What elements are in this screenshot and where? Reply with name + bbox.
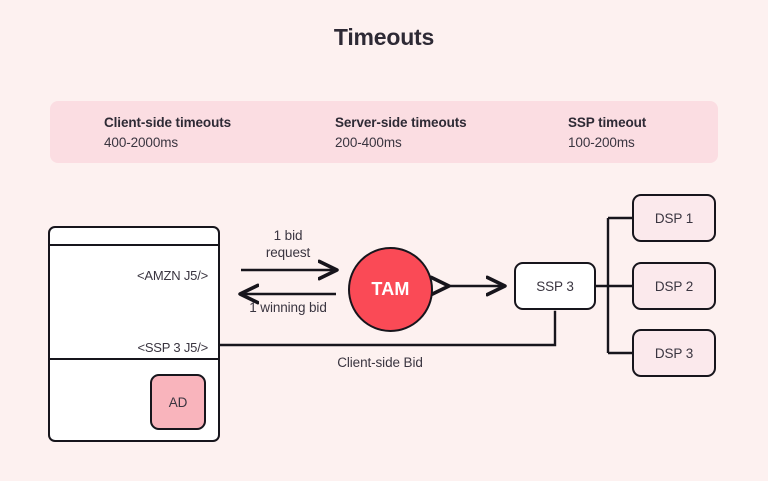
browser-content-area: <AMZN J5/> <SSP 3 J5/> — [50, 246, 218, 358]
timeouts-banner: Client-side timeouts 400-2000ms Server-s… — [50, 101, 718, 163]
banner-column-ssp: SSP timeout 100-200ms — [568, 115, 646, 150]
node-dsp-2: DSP 2 — [632, 262, 716, 310]
banner-heading: Client-side timeouts — [104, 115, 232, 130]
script-tag-amzn: <AMZN J5/> — [137, 268, 208, 283]
node-tam: TAM — [348, 247, 433, 332]
script-tag-ssp: <SSP 3 J5/> — [137, 340, 208, 355]
edge-label-winning-bid: 1 winning bid — [249, 300, 327, 315]
edge-label-bid-request-line2: request — [265, 244, 311, 260]
banner-value: 200-400ms — [335, 135, 402, 150]
banner-column-client-side: Client-side timeouts 400-2000ms — [104, 115, 231, 150]
banner-value: 400-2000ms — [104, 135, 179, 150]
node-dsp-3: DSP 3 — [632, 329, 716, 377]
node-dsp-1: DSP 1 — [632, 194, 716, 242]
ad-slot: AD — [150, 374, 206, 430]
page-title: Timeouts — [333, 24, 435, 50]
edge-label-client-side-bid: Client-side Bid — [337, 355, 423, 370]
edge-label-bid-request: 1 bid request — [240, 228, 336, 262]
edge-label-bid-request-line1: 1 bid — [273, 228, 303, 243]
banner-value: 100-200ms — [568, 135, 635, 150]
node-ssp-3: SSP 3 — [514, 262, 596, 310]
banner-column-server-side: Server-side timeouts 200-400ms — [335, 115, 467, 150]
banner-heading: Server-side timeouts — [335, 115, 467, 130]
banner-heading: SSP timeout — [568, 115, 647, 130]
browser-divider — [50, 358, 218, 360]
browser-window: <AMZN J5/> <SSP 3 J5/> AD — [48, 226, 220, 442]
browser-title-bar — [50, 228, 218, 246]
